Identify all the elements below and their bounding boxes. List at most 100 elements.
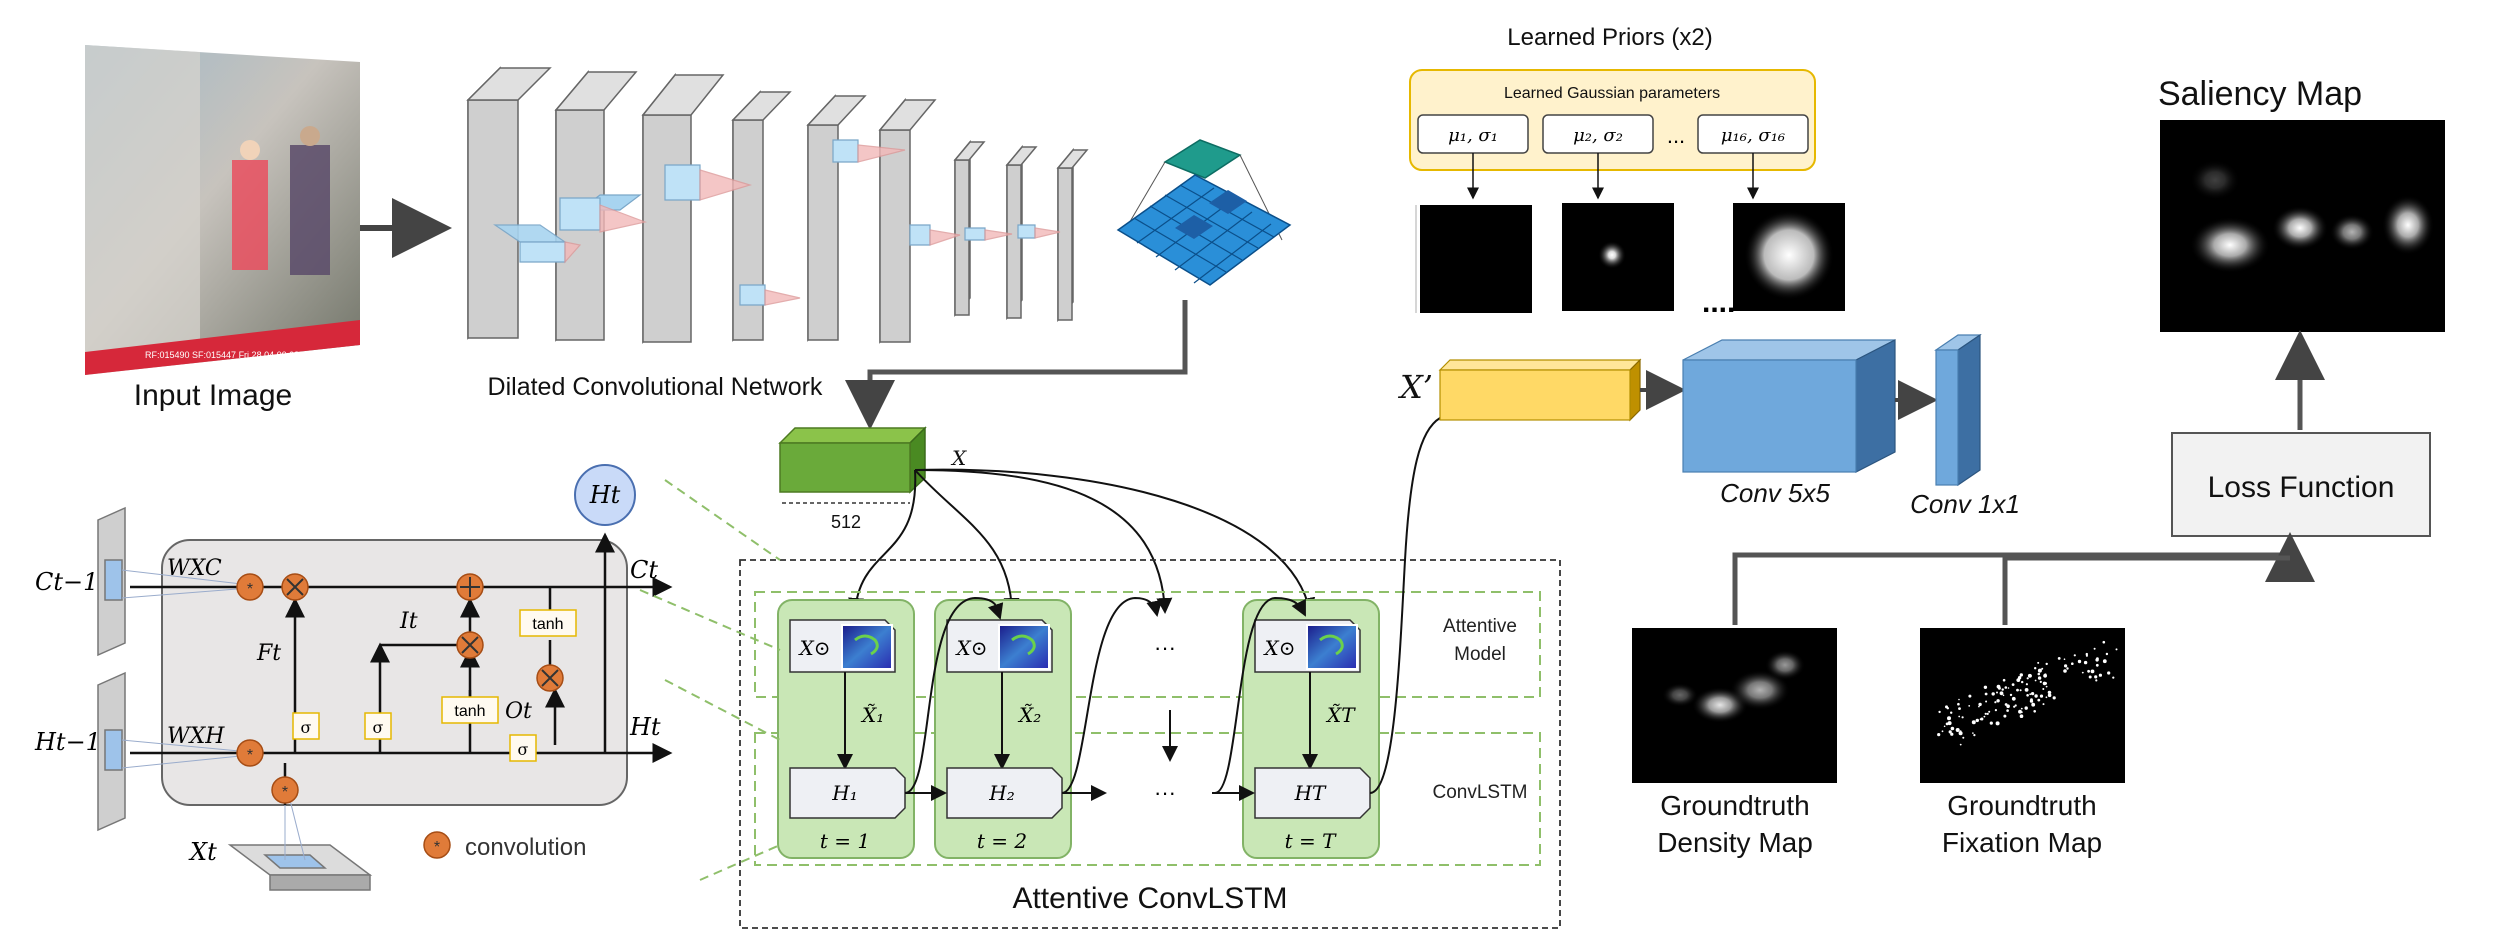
prior-map-1 bbox=[1415, 205, 1532, 313]
cnn-layer bbox=[466, 66, 552, 340]
svg-text:σ: σ bbox=[518, 740, 529, 759]
fixation-point bbox=[2033, 710, 2036, 713]
feature-dim-label: 512 bbox=[831, 512, 861, 532]
detail-connectors bbox=[639, 479, 781, 881]
fixation-point bbox=[2095, 658, 2099, 662]
fixation-point bbox=[2037, 698, 2041, 702]
fixation-point bbox=[1943, 725, 1946, 728]
h-2-label: H₂ bbox=[988, 781, 1014, 805]
fixation-point bbox=[2037, 661, 2040, 664]
timestep-1: X⊙ X̃₁ H₁ t = 1 bbox=[777, 599, 915, 859]
fixation-point bbox=[2066, 667, 2069, 670]
loss-function-label: Loss Function bbox=[2208, 471, 2395, 504]
param-2-label: μ₂, σ₂ bbox=[1573, 125, 1623, 146]
svg-text:*: * bbox=[282, 784, 288, 801]
receptive-fields bbox=[493, 139, 1061, 306]
fixation-point bbox=[1938, 710, 1941, 714]
fixation-point bbox=[1994, 709, 1997, 712]
fixation-point bbox=[2105, 652, 2109, 656]
t-T-label: t = T bbox=[1285, 829, 1338, 853]
fixation-point bbox=[2047, 693, 2052, 698]
fixation-point bbox=[2006, 704, 2010, 708]
xprime-block bbox=[1438, 358, 1642, 422]
fixation-point bbox=[1996, 691, 1998, 694]
conv5-label: Conv 5x5 bbox=[1720, 478, 1830, 508]
input-overlay-text: RF:015490 SF:015447 Fri 28.04 00:08:50 p… bbox=[145, 350, 382, 360]
svg-text:tanh: tanh bbox=[532, 616, 563, 633]
fixation-point bbox=[1986, 712, 1989, 716]
gt-density-label-line2: Density Map bbox=[1657, 827, 1813, 858]
dots-attentive: ··· bbox=[1154, 635, 1176, 660]
fixation-point bbox=[1999, 691, 2004, 696]
fixation-point bbox=[2009, 693, 2013, 697]
fixation-point bbox=[2003, 714, 2007, 718]
cnn-layer bbox=[731, 90, 792, 342]
feature-x-label: X bbox=[950, 446, 967, 470]
fixation-point bbox=[1958, 698, 1960, 701]
x-prime-label: X’ bbox=[1397, 368, 1433, 406]
conv1-block bbox=[1934, 333, 1982, 487]
fixation-point bbox=[2011, 696, 2016, 701]
fixation-point bbox=[2019, 689, 2022, 692]
fixation-point bbox=[2042, 681, 2047, 686]
gate-tanh-c: tanh bbox=[441, 696, 499, 724]
op-conv: * bbox=[236, 739, 264, 767]
dilation-grid-icon bbox=[1116, 139, 1292, 286]
t-1-label: t = 1 bbox=[820, 829, 870, 853]
gate-sigma-o: σ bbox=[509, 734, 537, 762]
gate-sigma-i: σ bbox=[364, 712, 392, 740]
fixation-point bbox=[2042, 688, 2045, 690]
dilated-conv-network bbox=[466, 66, 1089, 345]
svg-text:σ: σ bbox=[373, 718, 384, 737]
t-2-label: t = 2 bbox=[977, 829, 1027, 853]
fixation-point bbox=[2031, 702, 2036, 707]
fixation-point bbox=[1995, 721, 2000, 726]
fixation-point bbox=[1968, 694, 1972, 698]
saliency-map-label: Saliency Map bbox=[2158, 75, 2362, 113]
fixation-point bbox=[2087, 669, 2091, 673]
param-1-label: μ₁, σ₁ bbox=[1448, 125, 1498, 146]
fixation-point bbox=[2093, 647, 2096, 650]
fixation-point bbox=[2024, 688, 2029, 692]
cell-ct-label: Ct bbox=[630, 556, 658, 584]
fixation-point bbox=[2037, 676, 2042, 680]
fixation-point bbox=[2107, 671, 2111, 675]
fixation-point bbox=[1983, 715, 1986, 718]
fixation-point bbox=[2007, 687, 2010, 689]
fixation-point bbox=[2027, 673, 2032, 678]
x-tilde-1-label: X̃₁ bbox=[860, 703, 884, 727]
fixation-point bbox=[2063, 658, 2066, 660]
cell-ht-label: Ht bbox=[629, 713, 661, 741]
fixation-point bbox=[2085, 652, 2088, 656]
op-conv: * bbox=[236, 573, 264, 601]
fixation-point bbox=[1947, 721, 1952, 726]
fixation-point bbox=[2088, 675, 2092, 679]
svg-text:σ: σ bbox=[301, 718, 312, 737]
cell-h-prev-label: Ht−1 bbox=[34, 728, 101, 756]
convlstm-label: ConvLSTM bbox=[1432, 782, 1527, 803]
fixation-point bbox=[2090, 669, 2095, 674]
fixation-point bbox=[2081, 671, 2084, 674]
fixation-point bbox=[2024, 706, 2028, 710]
fixation-point bbox=[2017, 676, 2022, 680]
gaussian-params-label: Learned Gaussian parameters bbox=[1504, 85, 1720, 102]
fixation-point bbox=[1941, 730, 1944, 733]
fixation-point bbox=[2064, 664, 2068, 668]
fixation-point bbox=[1962, 736, 1965, 739]
fixation-point bbox=[2098, 673, 2102, 677]
fixation-point bbox=[2029, 699, 2034, 703]
fixation-point bbox=[2001, 688, 2004, 691]
fixation-point bbox=[1980, 717, 1984, 721]
fixation-point bbox=[2037, 668, 2042, 673]
fixation-point bbox=[1968, 705, 1971, 707]
svg-text:tanh: tanh bbox=[454, 703, 485, 720]
fixation-point bbox=[2094, 675, 2098, 679]
timestep-T: X⊙ X̃T HT t = T bbox=[1242, 599, 1380, 859]
fixation-point bbox=[1978, 702, 1982, 707]
x-tilde-2-label: X̃₂ bbox=[1017, 703, 1041, 727]
fixation-point bbox=[1991, 692, 1995, 696]
fixation-point bbox=[1994, 701, 1997, 704]
x-odot-label: X⊙ bbox=[955, 636, 988, 660]
attentive-model-region bbox=[754, 591, 1541, 698]
